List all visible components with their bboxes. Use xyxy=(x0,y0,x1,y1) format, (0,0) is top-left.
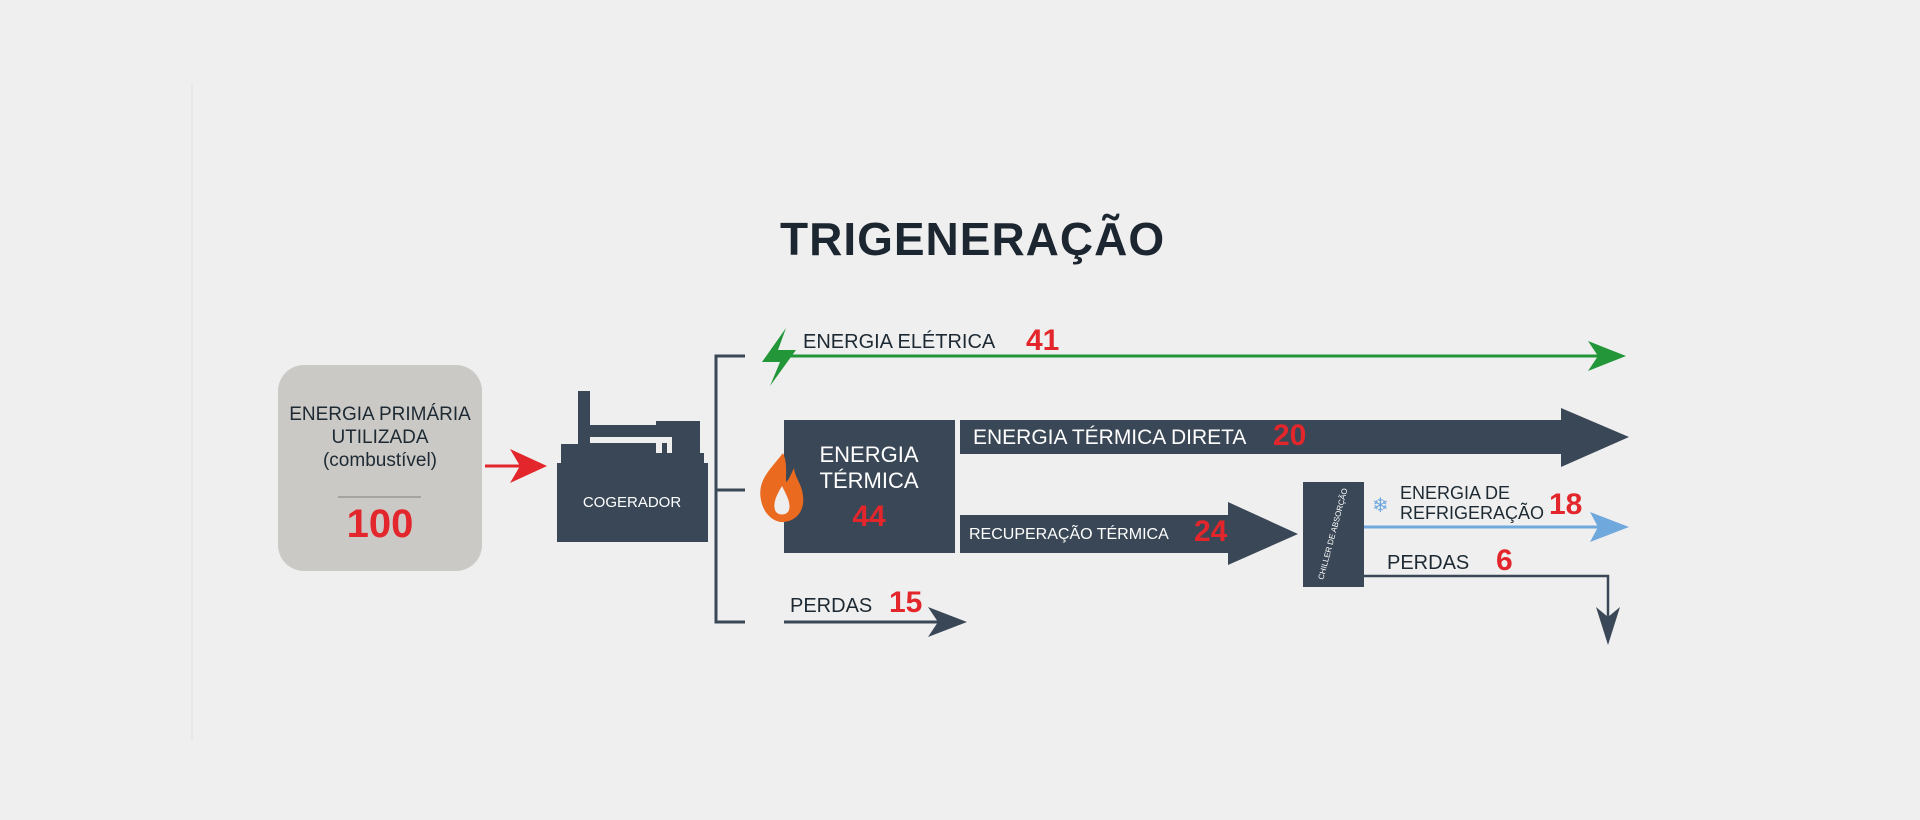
main-losses-arrow xyxy=(784,607,967,637)
refrigeration-line1: ENERGIA DE xyxy=(1400,483,1511,503)
thermal-value: 44 xyxy=(852,500,886,533)
thermal-line2: TÉRMICA xyxy=(819,468,919,493)
recovery-value: 24 xyxy=(1194,515,1228,548)
snowflake-icon: ❄ xyxy=(1372,495,1389,517)
cogenerator-label: COGERADOR xyxy=(582,494,682,511)
direct-thermal-value: 20 xyxy=(1273,419,1307,452)
recovery-arrow xyxy=(960,502,1298,565)
input-arrow xyxy=(485,449,547,483)
primary-line2: UTILIZADA xyxy=(331,427,429,448)
primary-line1: ENERGIA PRIMÁRIA xyxy=(289,404,471,425)
refrigeration-arrow xyxy=(1364,512,1629,542)
recovery-label: RECUPERAÇÃO TÉRMICA xyxy=(969,526,1169,543)
chiller-losses-label: PERDAS xyxy=(1387,552,1470,574)
primary-energy-box xyxy=(278,365,482,571)
electric-arrow xyxy=(779,341,1626,371)
direct-thermal-label: ENERGIA TÉRMICA DIRETA xyxy=(973,426,1247,449)
chiller-losses-value: 6 xyxy=(1496,544,1513,577)
cogenerator-icon xyxy=(557,391,708,542)
electric-value: 41 xyxy=(1026,324,1060,357)
chiller-box xyxy=(1303,482,1364,587)
direct-thermal-arrow xyxy=(960,408,1629,467)
electric-label: ENERGIA ELÉTRICA xyxy=(803,331,996,353)
thermal-energy-box xyxy=(784,420,955,553)
chiller-losses-arrow xyxy=(1364,574,1620,645)
thermal-line1: ENERGIA xyxy=(819,442,919,467)
primary-line3: (combustível) xyxy=(322,450,438,471)
output-bracket xyxy=(714,354,745,624)
primary-value: 100 xyxy=(346,502,414,546)
main-losses-label: PERDAS xyxy=(790,595,873,617)
fire-icon xyxy=(760,453,804,523)
page-title: TRIGENERAÇÃO xyxy=(780,213,1166,265)
main-losses-value: 15 xyxy=(889,586,923,619)
refrigeration-value: 18 xyxy=(1549,488,1583,521)
refrigeration-line2: REFRIGERAÇÃO xyxy=(1400,503,1545,523)
